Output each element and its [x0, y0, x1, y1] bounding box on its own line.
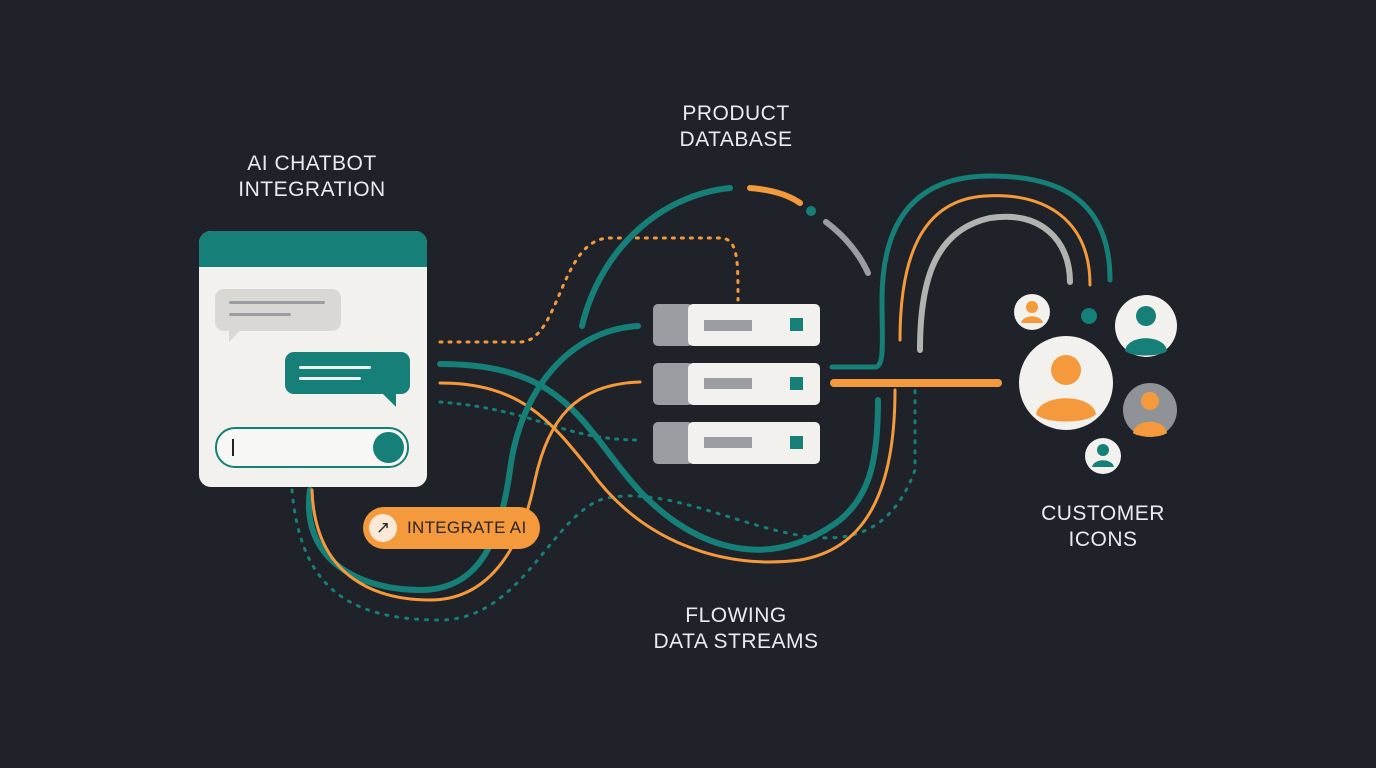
customers-label-line-1: CUSTOMER [1041, 502, 1165, 525]
orange-database-arc [747, 185, 803, 206]
customers-label-line-2: ICONS [1068, 528, 1138, 551]
orange-loop-stream [310, 380, 642, 602]
integrate-ai-button[interactable]: ↗ INTEGRATE AI [363, 507, 540, 549]
server-unit [653, 422, 820, 464]
server-unit [653, 363, 820, 405]
customer-avatar-gray [1123, 383, 1177, 437]
send-button[interactable] [373, 432, 404, 463]
customer-avatars [1014, 294, 1177, 474]
chat-window [199, 231, 427, 487]
chat-header [199, 231, 427, 267]
orange-main-stream [438, 381, 897, 564]
streams-label: FLOWING DATA STREAMS [646, 603, 826, 655]
message-line [299, 366, 371, 369]
message-line [229, 301, 325, 304]
light-customer-arc [917, 213, 1073, 353]
text-cursor [232, 439, 234, 456]
teal-dotted-stream-upper [438, 400, 642, 442]
integrate-ai-label: INTEGRATE AI [407, 518, 527, 537]
customer-avatar-small-top [1014, 294, 1050, 330]
main-streams [305, 173, 1113, 602]
gray-database-arc [823, 219, 871, 276]
dotted-streams [290, 236, 917, 622]
teal-database-arc [579, 185, 733, 329]
streams-label-line-2: DATA STREAMS [653, 630, 819, 653]
customer-avatar-teal [1115, 295, 1177, 357]
database-arc-dot [806, 206, 816, 216]
database-label: PRODUCT DATABASE [656, 101, 816, 153]
connector-dot [1081, 308, 1097, 324]
database-server-icon [653, 304, 820, 464]
chatbot-label-line-1: AI CHATBOT [247, 152, 377, 175]
chat-input-field[interactable] [215, 427, 409, 468]
server-unit [653, 304, 820, 346]
message-bubble-incoming [215, 289, 341, 342]
message-line [229, 313, 291, 316]
database-label-line-1: PRODUCT [682, 102, 790, 125]
arrow-up-right-icon: ↗ [369, 514, 397, 542]
customer-avatar-small-bottom [1085, 438, 1121, 474]
chatbot-label: AI CHATBOT INTEGRATION [232, 151, 392, 203]
message-bubble-outgoing [285, 352, 410, 407]
message-line [299, 377, 361, 380]
teal-main-stream [437, 361, 881, 553]
customer-avatar-large [1019, 336, 1113, 430]
teal-customer-stream [829, 173, 1113, 370]
chatbot-label-line-2: INTEGRATION [238, 178, 386, 201]
orange-customer-arc [898, 194, 1092, 342]
database-label-line-2: DATABASE [679, 128, 793, 151]
teal-dotted-stream-lower [290, 388, 917, 622]
customers-label: CUSTOMER ICONS [1023, 501, 1183, 553]
streams-label-line-1: FLOWING [685, 604, 787, 627]
